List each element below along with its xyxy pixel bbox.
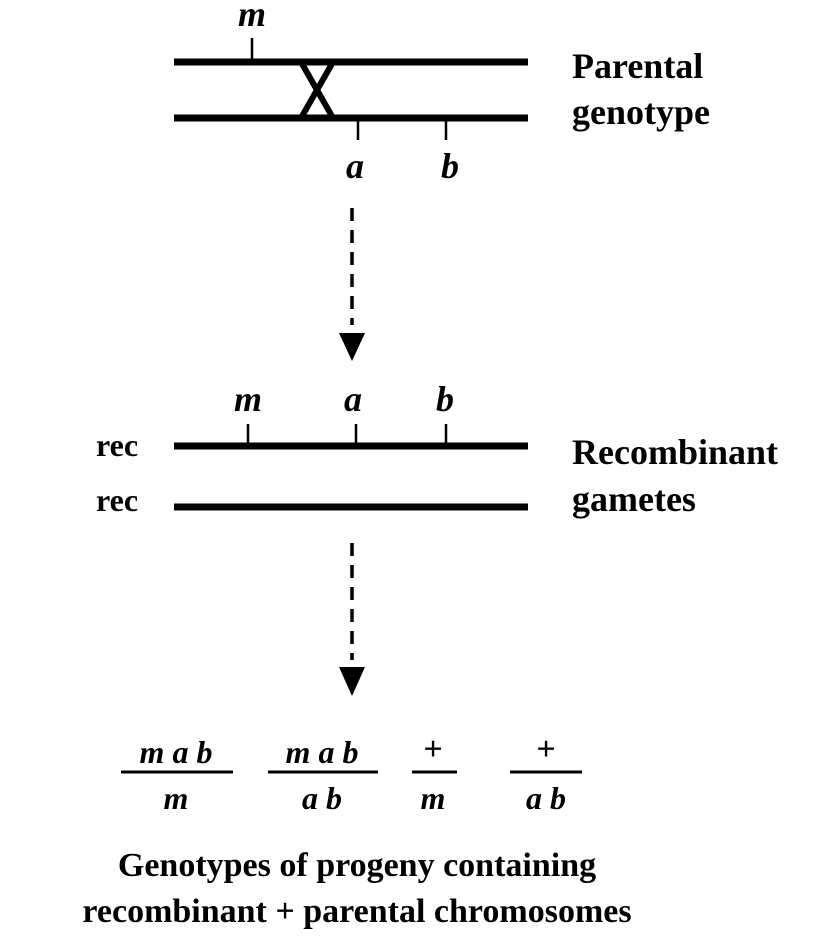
genotype-fraction-4: + a b: [510, 731, 582, 816]
genotype-4-numerator: +: [536, 731, 555, 768]
genotype-2-numerator: m a b: [286, 734, 359, 770]
rec-marker-b-label: b: [436, 379, 454, 419]
marker-a-label: a: [346, 146, 364, 186]
marker-m-label: m: [238, 0, 266, 34]
genotype-2-denominator: a b: [302, 780, 342, 816]
genotype-1-numerator: m a b: [140, 734, 213, 770]
genotype-fraction-2: m a b a b: [268, 734, 378, 816]
genotype-fraction-1: m a b m: [121, 734, 233, 816]
arrowhead-1: [339, 333, 365, 361]
genotype-3-numerator: +: [423, 731, 442, 768]
caption-line1: Genotypes of progeny containing: [118, 847, 596, 884]
caption-line2: recombinant + parental chromosomes: [82, 893, 631, 930]
genotype-4-denominator: a b: [526, 780, 566, 816]
progeny-genotypes: m a b m m a b a b + m + a b: [121, 731, 582, 816]
parental-title-line2: genotype: [572, 92, 710, 132]
marker-b-label: b: [441, 146, 459, 186]
dashed-arrow-2: [339, 543, 365, 696]
rec-marker-a-label: a: [344, 379, 362, 419]
rec-label-1: rec: [96, 427, 138, 463]
parental-title-line1: Parental: [572, 46, 703, 86]
recombinant-section: m a b rec rec Recombinant gametes: [96, 379, 778, 519]
parental-section: m a b Parental genotype: [174, 0, 710, 186]
recombinant-title-line2: gametes: [572, 479, 696, 519]
rec-marker-m-label: m: [234, 379, 262, 419]
genotype-3-denominator: m: [421, 780, 446, 816]
dashed-arrow-1: [339, 208, 365, 361]
arrowhead-2: [339, 667, 365, 696]
genotype-fraction-3: + m: [412, 731, 457, 816]
genotype-1-denominator: m: [164, 780, 189, 816]
rec-label-2: rec: [96, 482, 138, 518]
recombinant-title-line1: Recombinant: [572, 432, 778, 472]
crossover-mark: [298, 60, 336, 120]
